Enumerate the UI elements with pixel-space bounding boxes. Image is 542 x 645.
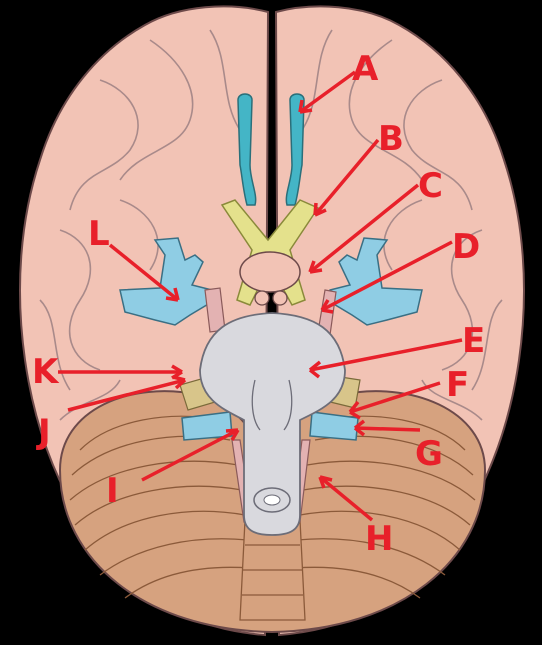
label-g: G: [415, 434, 443, 474]
gyri: [39, 29, 503, 421]
label-b: B: [378, 119, 404, 159]
left-olfactory: [237, 93, 257, 206]
right-olfactory: [285, 93, 305, 206]
label-f: F: [446, 365, 469, 405]
label-d: D: [452, 227, 480, 267]
pituitary: [239, 251, 301, 293]
brainstem: [199, 312, 346, 536]
label-c: C: [418, 166, 443, 206]
label-e: E: [462, 321, 485, 361]
left-vessels: [119, 237, 216, 326]
label-h: H: [365, 519, 393, 559]
annotation-arrows: [58, 70, 463, 522]
label-j: J: [36, 412, 51, 452]
label-a: A: [352, 49, 379, 89]
label-k: K: [32, 352, 60, 392]
label-i: I: [106, 471, 119, 511]
label-l: L: [88, 214, 110, 254]
